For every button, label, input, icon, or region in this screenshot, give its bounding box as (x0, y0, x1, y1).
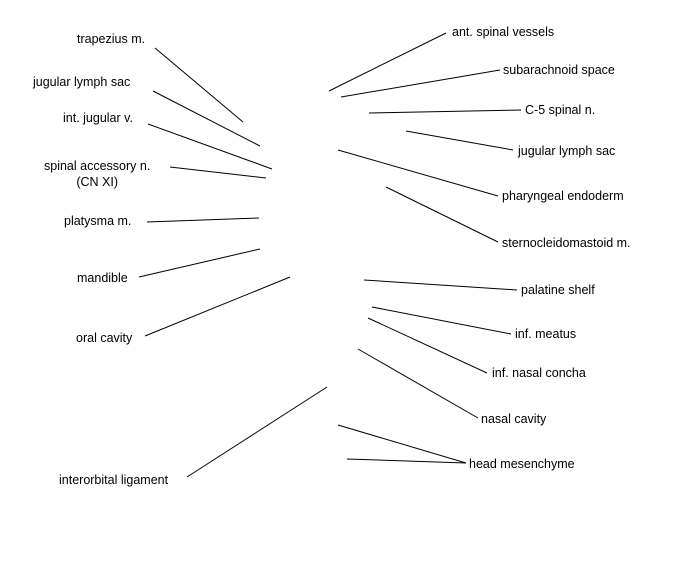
label-ant-spinal-vessels: ant. spinal vessels (452, 25, 555, 39)
label-sternocleidomastoid: sternocleidomastoid m. (502, 236, 631, 250)
label-inf-nasal-concha: inf. nasal concha (492, 366, 586, 380)
label-spinal-accessory: spinal accessory n. (CN XI) (44, 158, 150, 190)
leader-line-nasal-cavity (357, 348, 479, 419)
label-pharyngeal-endoderm: pharyngeal endoderm (502, 189, 624, 203)
leader-line-trapezius (154, 47, 244, 123)
leader-line-inf-nasal-concha (367, 317, 488, 374)
label-jugular-lymph-sac-right: jugular lymph sac (518, 144, 616, 158)
label-trapezius: trapezius m. (77, 32, 146, 46)
label-nasal-cavity: nasal cavity (481, 412, 547, 426)
leader-line-inf-meatus (371, 306, 512, 335)
label-jugular-lymph-sac-left: jugular lymph sac (33, 75, 131, 89)
leader-line-head-mesenchyme-lower (346, 458, 467, 464)
leader-line-spinal-accessory (169, 166, 267, 179)
label-int-jugular: int. jugular v. (63, 111, 133, 125)
label-c5-spinal-n: C-5 spinal n. (525, 103, 596, 117)
label-platysma: platysma m. (64, 214, 132, 228)
label-oral-cavity: oral cavity (76, 331, 133, 345)
leader-line-jugular-lymph-sac-left (152, 90, 261, 147)
leader-line-sternocleidomastoid (385, 186, 499, 243)
label-subarachnoid-space: subarachnoid space (503, 63, 615, 77)
leader-line-c5-spinal-n (368, 109, 522, 114)
leader-line-mandible (138, 248, 261, 278)
label-spinal-accessory-line1: spinal accessory n. (44, 159, 151, 173)
leader-line-pharyngeal-endoderm (337, 149, 499, 197)
leader-line-ant-spinal-vessels (328, 32, 447, 92)
leader-line-palatine-shelf (363, 279, 518, 291)
leader-line-oral-cavity (144, 276, 291, 337)
label-head-mesenchyme: head mesenchyme (469, 457, 575, 471)
label-interorbital-ligament: interorbital ligament (59, 473, 169, 487)
label-inf-meatus: inf. meatus (515, 327, 577, 341)
leader-line-head-mesenchyme-upper (337, 424, 467, 464)
label-mandible: mandible (77, 271, 128, 285)
leader-line-jugular-lymph-sac-right (405, 130, 514, 151)
leader-line-platysma (146, 217, 260, 223)
leader-line-int-jugular (147, 123, 273, 170)
label-spinal-accessory-line2: (CN XI) (76, 175, 118, 189)
leader-line-interorbital-ligament (186, 386, 328, 478)
label-palatine-shelf: palatine shelf (521, 283, 595, 297)
leader-line-subarachnoid-space (340, 69, 501, 98)
